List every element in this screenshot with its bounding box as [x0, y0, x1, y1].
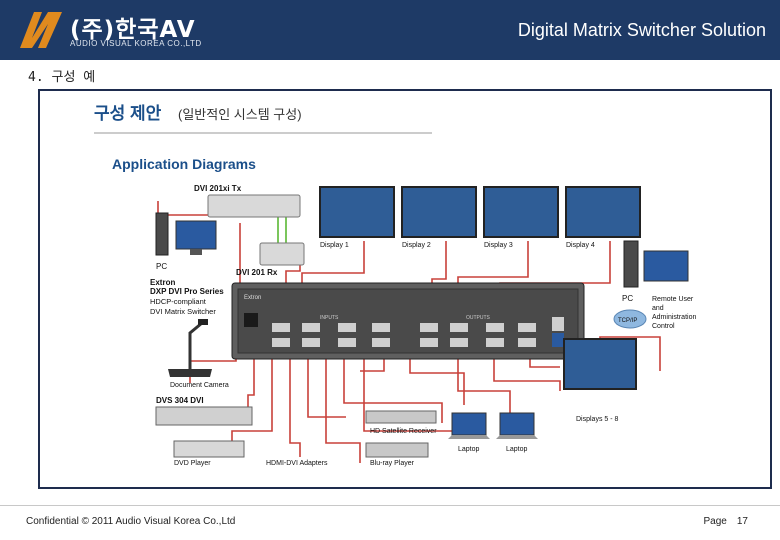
- switcher-outputs-label: OUTPUTS: [466, 315, 491, 321]
- dvd-player-label: DVD Player: [174, 460, 211, 467]
- page-label: Page: [703, 516, 727, 527]
- hd-satellite-label: HD Satellite Receiver: [370, 428, 437, 435]
- hdmi-adapters-label: HDMI-DVI Adapters: [266, 460, 328, 467]
- logo-subtext: AUDIO VISUAL KOREA CO.,LTD: [70, 39, 202, 48]
- switcher-line-1: Extron: [150, 278, 175, 287]
- page-indicator: Page 17: [694, 516, 748, 527]
- laptops: Laptop Laptop: [448, 412, 538, 453]
- application-diagram: 구성 제안 (일반적인 시스템 구성) Application Diagrams: [94, 104, 696, 467]
- bluray-player: [365, 442, 429, 458]
- diagram-title-korean: 구성 제안: [94, 104, 162, 123]
- display-2-label: Display 2: [402, 242, 431, 249]
- diagram-subtitle: Application Diagrams: [112, 156, 256, 172]
- page-number: 17: [736, 516, 748, 527]
- displays-5-8-label: Displays 5 - 8: [576, 416, 619, 423]
- tcpip-label: TCP/IP: [618, 318, 637, 324]
- header-bar: (주)한국AV AUDIO VISUAL KOREA CO.,LTD Digit…: [0, 0, 780, 60]
- switcher-line-3: HDCP-compliant: [150, 297, 207, 306]
- logo-mark-icon: [20, 12, 62, 48]
- switcher-inputs-label: INPUTS: [320, 315, 339, 321]
- dvd-player: [173, 440, 245, 458]
- diagram-frame: 구성 제안 (일반적인 시스템 구성) Application Diagrams: [38, 89, 772, 489]
- company-logo[interactable]: (주)한국AV AUDIO VISUAL KOREA CO.,LTD: [20, 8, 202, 52]
- remote-user-line-4: Control: [652, 323, 675, 330]
- control-pc: PC TCP/IP Remote User and Administration…: [613, 240, 696, 330]
- matrix-switcher: Extron INPUTS OUTPUTS: [231, 282, 585, 360]
- switcher-line-4: DVI Matrix Switcher: [150, 307, 216, 316]
- displays-5-8: Displays 5 - 8: [563, 338, 637, 423]
- section-heading: 4. 구성 예: [28, 70, 96, 85]
- hd-satellite: [365, 410, 437, 424]
- laptop-1-label: Laptop: [458, 446, 480, 453]
- remote-user-line-3: Administration: [652, 314, 696, 321]
- logo-text: (주)한국AV: [70, 17, 196, 43]
- displays-row: Display 1 Display 2 Display 3 Display 4: [319, 186, 641, 249]
- diagram-title-korean-sub: (일반적인 시스템 구성): [178, 107, 302, 122]
- display-1-label: Display 1: [320, 242, 349, 249]
- rx-box: [259, 242, 305, 266]
- tx-label: DVI 201xi Tx: [194, 184, 242, 193]
- switcher-panel-label: Extron: [244, 295, 261, 301]
- remote-user-line-2: and: [652, 305, 664, 312]
- footer-copyright: Confidential © 2011 Audio Visual Korea C…: [26, 516, 236, 527]
- display-4-label: Display 4: [566, 242, 595, 249]
- dvs-box: [155, 406, 253, 426]
- laptop-2-label: Laptop: [506, 446, 528, 453]
- control-pc-label: PC: [622, 294, 633, 303]
- header-title: Digital Matrix Switcher Solution: [517, 20, 766, 40]
- rx-label: DVI 201 Rx: [236, 268, 278, 277]
- bluray-label: Blu-ray Player: [370, 460, 415, 467]
- left-pc: PC: [155, 212, 217, 271]
- dvs-label: DVS 304 DVI: [156, 396, 204, 405]
- footer-divider: [0, 505, 780, 506]
- remote-user-line-1: Remote User: [652, 296, 694, 303]
- left-pc-label: PC: [156, 262, 167, 271]
- document-camera: Document Camera: [168, 319, 229, 389]
- switcher-line-2: DXP DVI Pro Series: [150, 287, 224, 296]
- tx-box: [207, 194, 301, 218]
- document-camera-label: Document Camera: [170, 382, 229, 389]
- display-3-label: Display 3: [484, 242, 513, 249]
